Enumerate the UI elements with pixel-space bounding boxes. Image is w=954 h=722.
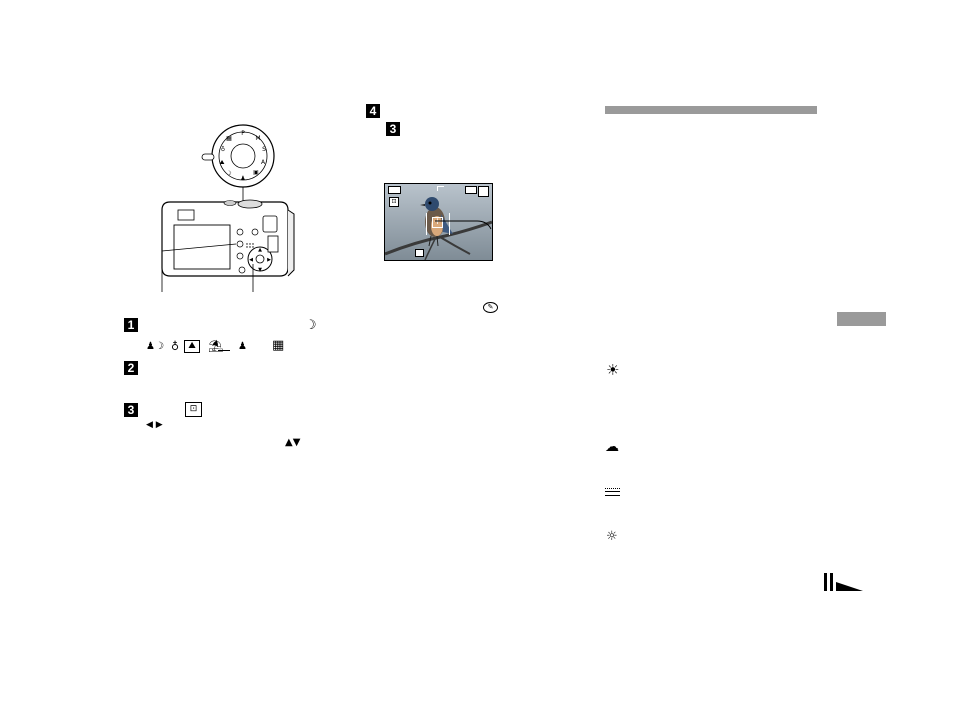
bird-photo	[385, 184, 492, 260]
beach-icon: ⛱	[208, 339, 224, 353]
step-3-reference-marker: 3	[386, 122, 400, 136]
svg-text:☽: ☽	[226, 170, 231, 177]
twilight-portrait-icon: ♟☽	[146, 341, 164, 352]
landscape-icon: ⛰	[184, 340, 200, 353]
svg-text:◀: ◀	[249, 257, 253, 263]
svg-text:S: S	[262, 146, 266, 153]
svg-text:♁: ♁	[221, 145, 225, 153]
svg-text:A: A	[261, 159, 266, 166]
camera-body: ▲ ▼ ◀ ▶	[161, 199, 295, 277]
focus-frame-top-corner	[437, 186, 444, 191]
af-frame-brackets	[426, 213, 450, 235]
spot-metering-crosshair: +	[432, 217, 443, 228]
lcd-preview-screen: ⊡ +	[384, 183, 493, 261]
step-3-marker: 3	[124, 403, 138, 417]
svg-text:P: P	[241, 130, 245, 137]
histogram-icon	[415, 249, 424, 257]
chapter-side-tab	[837, 312, 886, 326]
left-right-arrows-icon: ◀ ▶	[146, 420, 163, 430]
svg-text:⛰: ⛰	[219, 159, 224, 166]
camera-illustration: P M SA ▣ ♟ ☽⛰ ♁▦ ▲ ▼	[161, 124, 295, 292]
svg-text:▼: ▼	[258, 267, 262, 273]
spot-meter-indicator: ⊡	[389, 197, 399, 207]
crosshair-leader-line	[435, 220, 492, 230]
incandescent-icon: ☼	[606, 529, 618, 544]
mode-dial-detail: P M SA ▣ ♟ ☽⛰ ♁▦	[201, 124, 275, 188]
fluorescent-icon	[605, 488, 620, 496]
memory-indicator	[478, 186, 489, 197]
svg-text:▣: ▣	[253, 169, 259, 176]
candle-icon: ♁	[171, 340, 180, 353]
svg-text:M: M	[255, 135, 260, 142]
svg-text:▦: ▦	[226, 135, 232, 142]
svg-text:♟: ♟	[240, 175, 245, 182]
night-scene-icon: ☽	[305, 318, 317, 333]
continued-arrow-icon	[824, 573, 863, 591]
beach-underline	[218, 350, 230, 351]
soft-snap-icon: ♟	[238, 341, 247, 352]
battery-icon	[388, 186, 401, 194]
up-down-arrows-icon: ▲▼	[285, 437, 301, 448]
daylight-icon: ☀	[606, 361, 620, 379]
step-1-marker: 1	[124, 318, 138, 332]
svg-text:▲: ▲	[258, 247, 262, 253]
cloudy-icon: ☁	[605, 439, 619, 455]
svg-text:▶: ▶	[267, 257, 271, 263]
movie-icon: ▦	[272, 338, 285, 353]
tip-icon: ✎	[483, 302, 498, 313]
spot-meter-icon: ⊡	[185, 402, 202, 417]
section-header-bar	[605, 106, 817, 114]
scene-mode-indicator	[465, 186, 477, 194]
step-4-marker: 4	[366, 104, 380, 118]
step-2-marker: 2	[124, 361, 138, 375]
